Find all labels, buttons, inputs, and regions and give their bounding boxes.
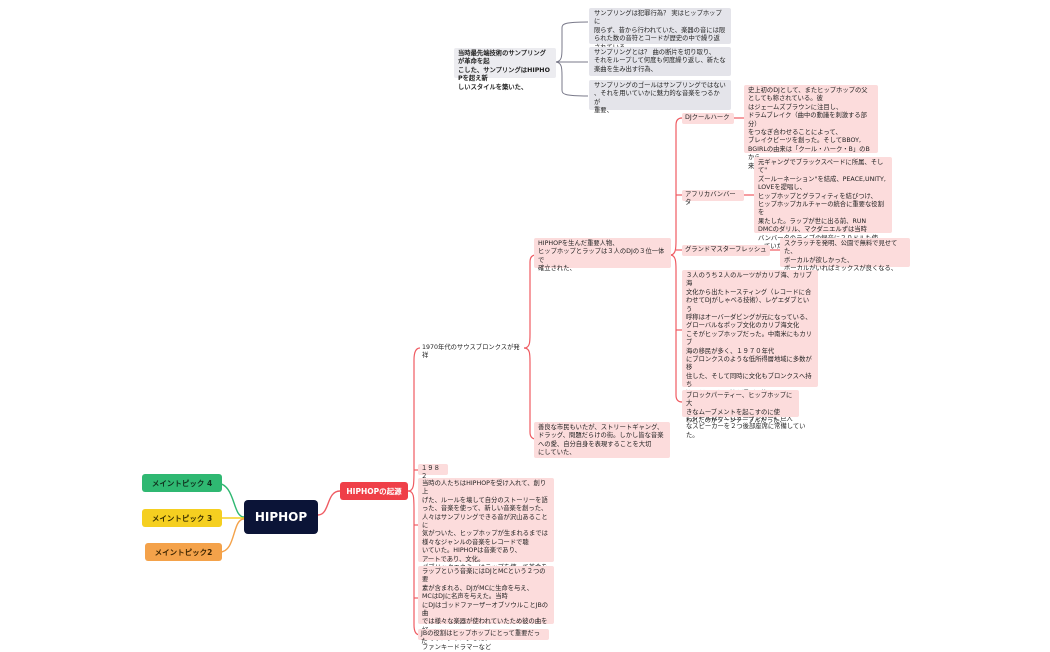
flash-node[interactable]: グランドマスターフレッシュ xyxy=(682,245,770,256)
caribbean-roots-node[interactable]: ３人のうち２人のルーツがカリブ海、カリブ海 文化から出たトースティング（レコード… xyxy=(682,270,818,439)
sampling-node-3[interactable]: サンプリングのゴールはサンプリングではない 、それを用いていかに魅力的な音楽をつ… xyxy=(589,80,731,114)
root-topic[interactable]: HIPHOP xyxy=(244,500,318,534)
link-root-main xyxy=(317,490,341,516)
link-main-lower xyxy=(407,490,421,636)
year-1982-node[interactable]: １９８２ xyxy=(418,464,448,480)
link-sampling-trunk xyxy=(554,21,589,63)
main-topic-3[interactable]: メイントピック 3 xyxy=(142,509,222,527)
sampling-node-1[interactable]: サンプリングは犯罪行為？ 実はヒップホップに 限らず、昔から行われていた、楽器の… xyxy=(589,8,731,51)
link-bronx-trunk xyxy=(523,254,537,349)
young-people-node[interactable]: 当時の人たちはHIPHOPを受け入れて、創り上 げた、ルールを壊して自分のストー… xyxy=(418,478,554,588)
bambaataa-node[interactable]: アフリカバンバータ xyxy=(682,190,744,206)
link-main-trunk xyxy=(407,347,421,492)
kool-herc-node[interactable]: DJクールハーク xyxy=(682,113,734,124)
bronx-node[interactable]: 1970年代のサウスブロンクスが発祥 xyxy=(422,344,520,360)
main-topic-2[interactable]: メイントピック2 xyxy=(145,543,222,561)
sampling-node-2[interactable]: サンプリングとは？ 曲の断片を切り取り、 それをループして何度も何度繰り返し、新… xyxy=(589,47,731,76)
link-root-topic2 xyxy=(219,518,245,553)
main-topic-4[interactable]: メイントピック 4 xyxy=(142,474,222,492)
citizens-node[interactable]: 善良な市民もいたが、ストリートギャング、 ドラッグ、問題だらけの街。しかし皆な音… xyxy=(534,422,670,458)
main-topic-origin[interactable]: HIPHOPの起源 xyxy=(340,482,408,500)
link-people-lower xyxy=(669,254,683,403)
link-people-trunk xyxy=(669,117,683,256)
sampling-main-node[interactable]: 当時最先端技術のサンプリングが革命を起 こした、サンプリングはHIPHOPを超え… xyxy=(454,48,556,91)
bambaataa-desc[interactable]: 元ギャングでブラックスペードに所属、そして" ズールーネーション"を結成、PEA… xyxy=(754,157,892,250)
flash-desc[interactable]: スクラッチを発明、公園で無料で見せてた、 ボーカルが欲しかった、 ボーカルがいれ… xyxy=(780,238,910,272)
block-party-node[interactable]: ブロックパーティー、ヒップホップに大 きなムーブメントを起こすのに使 われたのが… xyxy=(682,390,799,424)
rap-elements-node[interactable]: ラップという音楽にはDJとMCという２つの要 素が含まれる、DJがMCに生命を与… xyxy=(418,566,554,651)
jb-role-node[interactable]: JBの役割はヒップホップにとって重要だった xyxy=(418,629,549,645)
link-bronx-citizens xyxy=(523,347,537,440)
link-sampling-3 xyxy=(554,61,589,97)
kool-herc-desc[interactable]: 史上初のDJとして、またヒップホップの父 としても称されている。彼 はジェームズ… xyxy=(744,85,878,170)
people-node[interactable]: HIPHOPを生んだ重要人物、 ヒップホップとラップは３人のDJの３位一体で 確… xyxy=(534,238,671,272)
